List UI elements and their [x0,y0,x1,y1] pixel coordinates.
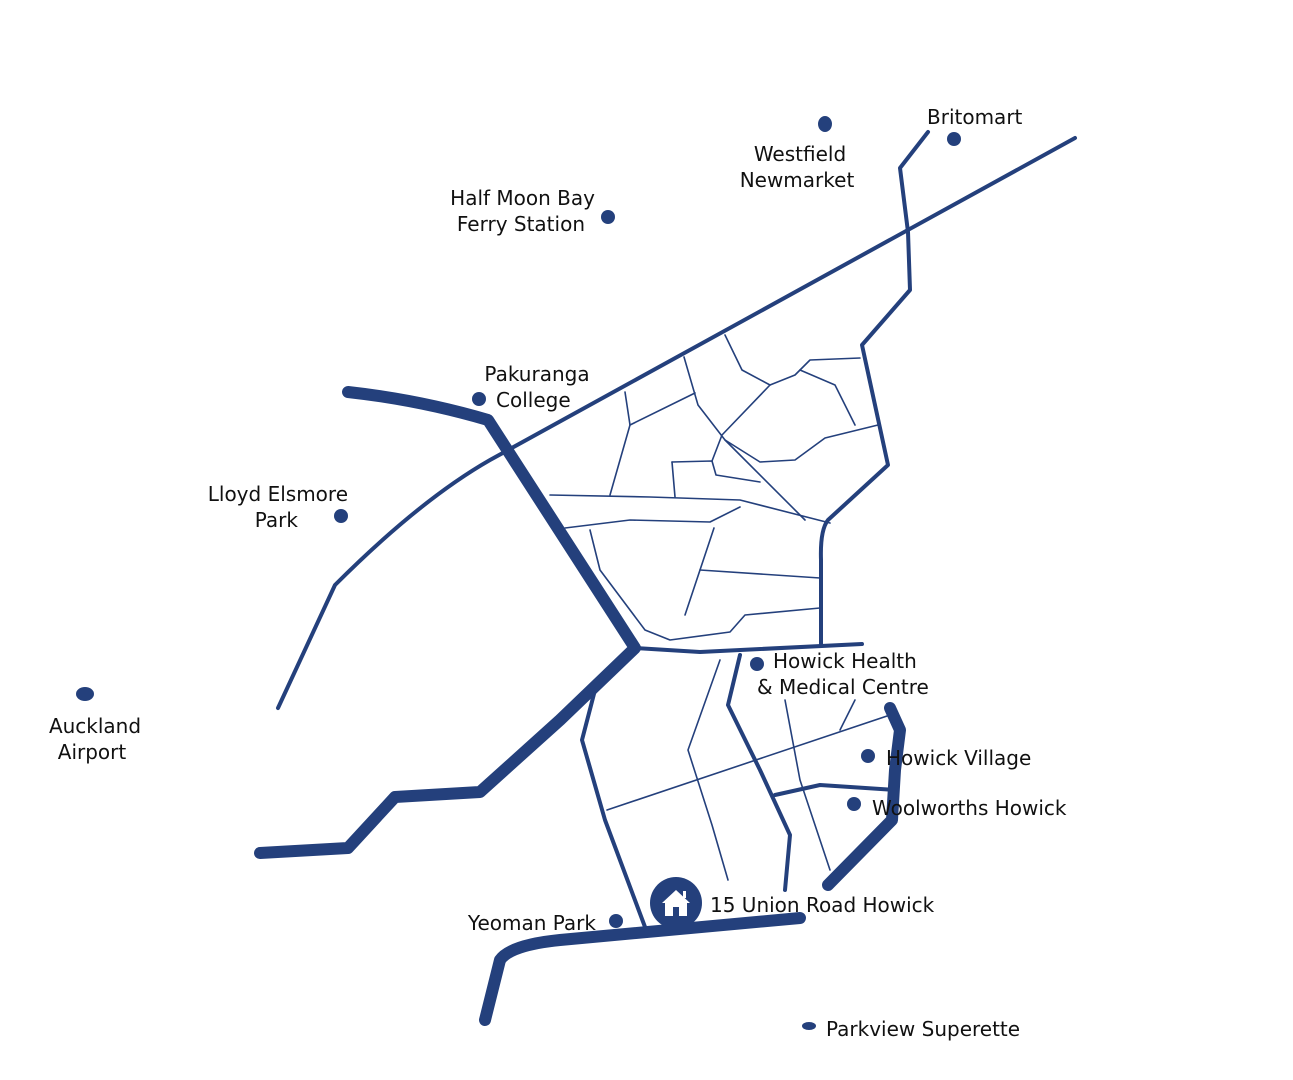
pakuranga-college-label-2: College [496,388,571,412]
britomart-marker[interactable] [947,132,961,146]
road-union-junction [633,642,864,654]
parkview-superette-marker[interactable] [802,1022,816,1030]
lloyd-elsmore-label-2: Park [255,508,299,532]
yeoman-park-label: Yeoman Park [467,911,597,935]
road-south [479,912,806,1026]
howick-health-label-2: & Medical Centre [757,675,929,699]
yeoman-park-marker[interactable] [609,914,623,928]
westfield-newmarket-label-2: Newmarket [740,168,855,192]
howick-health-marker[interactable] [750,657,764,671]
woolworths-howick-label: Woolworths Howick [872,796,1067,820]
auckland-airport-marker[interactable] [76,687,94,701]
road-main-diagonal [276,136,1077,710]
howick-village-label: Howick Village [886,746,1031,770]
road-south-west [580,646,650,937]
lloyd-elsmore-label-1: Lloyd Elsmore [208,482,348,506]
half-moon-bay-label-1: Half Moon Bay [450,186,595,210]
half-moon-bay-ferry-marker[interactable] [601,210,615,224]
place-markers [76,116,961,1030]
howick-health-label-1: Howick Health [773,649,917,673]
howick-village-marker[interactable] [861,749,875,763]
lloyd-elsmore-park-marker[interactable] [334,509,348,523]
pakuranga-college-marker[interactable] [472,392,486,406]
woolworths-howick-marker[interactable] [847,797,861,811]
half-moon-bay-label-2: Ferry Station [457,212,585,236]
road-east [818,130,930,647]
road-village [773,783,897,797]
westfield-newmarket-marker[interactable] [818,116,832,132]
road-howick-coast [822,702,906,891]
parkview-superette-label: Parkview Superette [826,1017,1020,1041]
road-mid [726,653,792,892]
streets [549,334,891,881]
auckland-airport-label-2: Airport [58,740,127,764]
motorway [254,386,641,859]
westfield-newmarket-label-1: Westfield [754,142,846,166]
britomart-label: Britomart [927,105,1023,129]
roads [254,130,1077,1026]
home-marker[interactable] [650,877,702,929]
auckland-airport-label-1: Auckland [49,714,141,738]
labels: Britomart Westfield Newmarket Half Moon … [49,105,1067,1041]
home-icon [662,890,690,916]
pakuranga-college-label-1: Pakuranga [484,362,589,386]
home-address-label: 15 Union Road Howick [710,893,935,917]
